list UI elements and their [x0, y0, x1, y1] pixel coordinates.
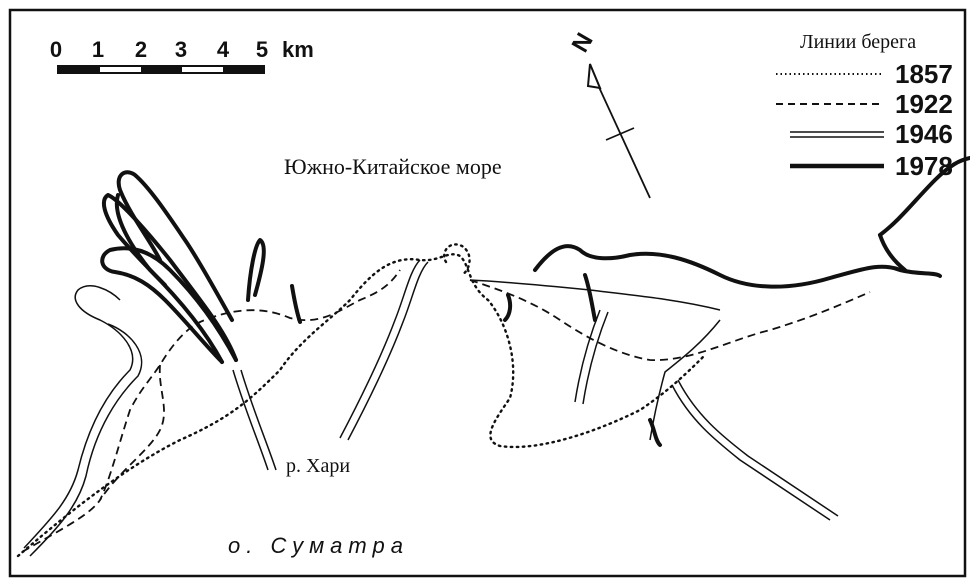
legend-year: 1857	[895, 59, 953, 89]
scale-segment-3	[141, 66, 182, 73]
sea-label: Южно-Китайское море	[284, 154, 502, 179]
coastline-1946	[23, 259, 839, 557]
north-arrow-cross	[605, 127, 635, 141]
legend-year: 1922	[895, 89, 953, 119]
coastline-1978	[100, 156, 970, 447]
coastline-1857	[16, 243, 707, 558]
scale-unit: km	[282, 37, 314, 62]
north-arrow: N	[567, 28, 651, 199]
legend-year: 1946	[895, 119, 953, 149]
scale-tick-4: 4	[217, 37, 230, 62]
legend-entry-1922: 1922	[776, 89, 953, 119]
north-label: N	[567, 28, 599, 57]
legend-year: 1978	[895, 151, 953, 181]
scale-tick-2: 2	[135, 37, 147, 62]
coastline-1922	[21, 269, 871, 553]
legend-entry-1857: 1857	[776, 59, 953, 89]
legend-entry-1978: 1978	[790, 151, 953, 181]
scale-segment-5	[223, 66, 264, 73]
scale-tick-0: 0	[50, 37, 62, 62]
legend-entry-1946: 1946	[790, 119, 953, 149]
north-arrow-shaft	[591, 71, 651, 199]
legend: Линии берега 1857 1922 1946 1978	[776, 31, 953, 181]
legend-title: Линии берега	[800, 31, 916, 53]
scale-tick-3: 3	[175, 37, 187, 62]
scale-tick-5: 5	[256, 37, 268, 62]
river-label: р. Хари	[286, 455, 350, 477]
scale-bar: 0 1 2 3 4 5 km	[50, 37, 314, 74]
island-label: о. Суматра	[228, 533, 409, 558]
map-frame	[8, 8, 967, 578]
scale-tick-1: 1	[92, 37, 104, 62]
scale-segment-1	[58, 66, 100, 73]
north-arrow-head	[586, 63, 602, 90]
